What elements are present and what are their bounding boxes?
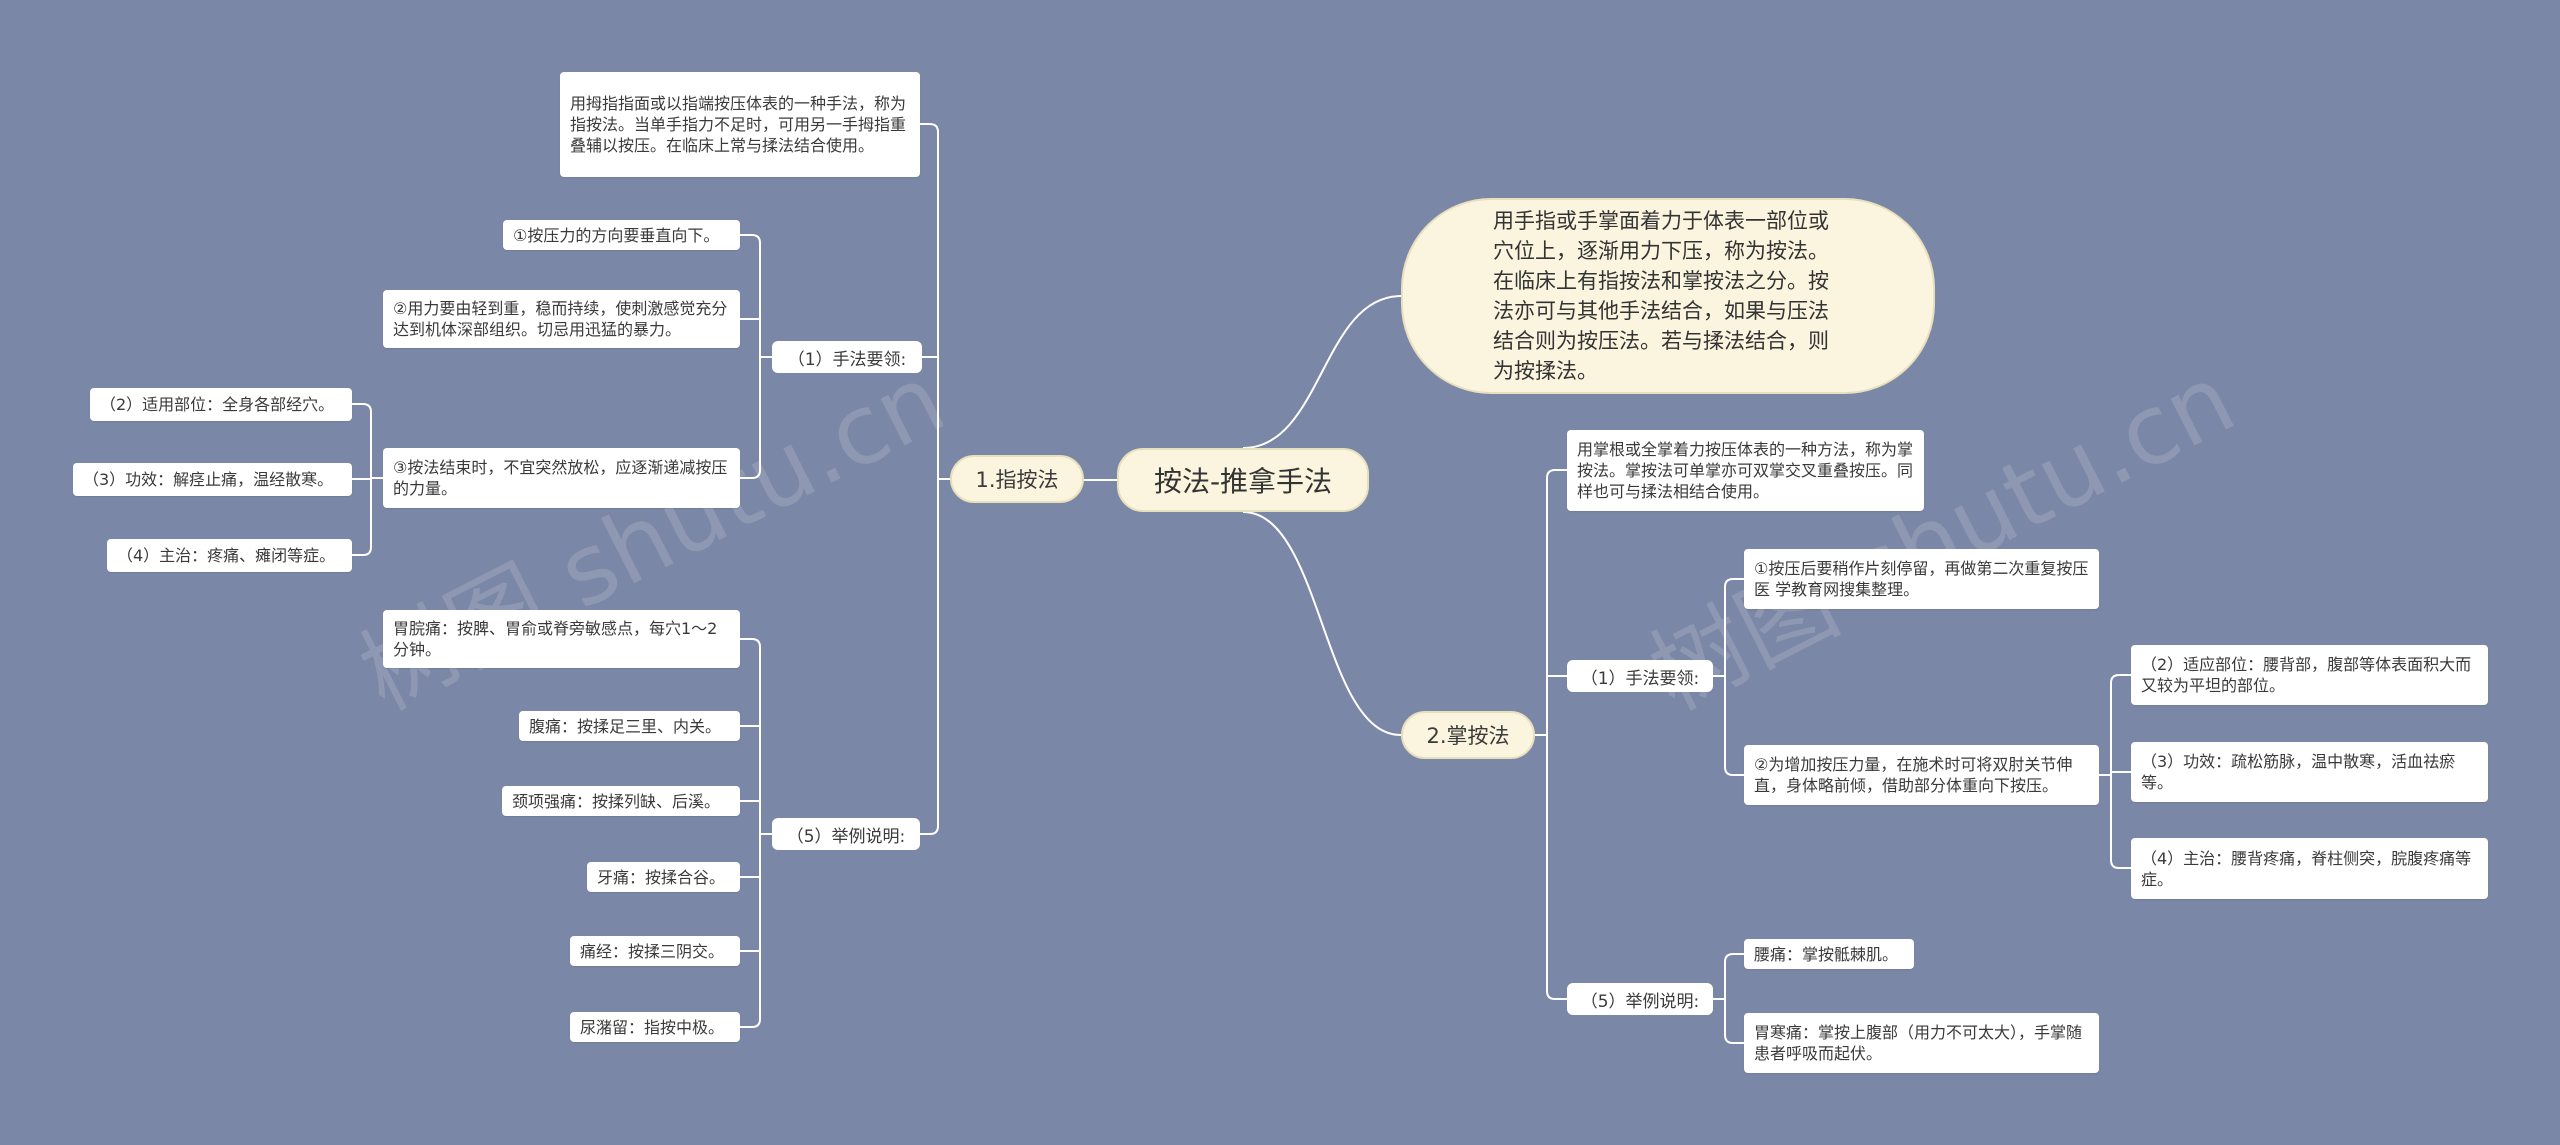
palm-example-2[interactable]: 胃寒痛：掌按上腹部（用力不可太大），手掌随患者呼吸而起伏。 — [1744, 1013, 2099, 1073]
finger-efficacy[interactable]: （3）功效：解痉止痛，温经散寒。 — [73, 463, 352, 496]
link-root-summary — [1242, 295, 1402, 449]
finger-example-3[interactable]: 颈项强痛：按揉列缺、后溪。 — [502, 786, 740, 816]
finger-example-3-text: 颈项强痛：按揉列缺、后溪。 — [512, 791, 721, 811]
link-palm-essentials — [1713, 578, 1744, 776]
summary-text: 用手指或手掌面着力于体表一部位或穴位上，逐渐用力下压，称为按法。在临床上有指按法… — [1493, 209, 1829, 383]
palm-efficacy[interactable]: （3）功效：疏松筋脉，温中散寒，活血祛瘀等。 — [2131, 742, 2488, 802]
palm-definition-text: 用掌根或全掌着力按压体表的一种方法，称为掌按法。掌按法可单掌亦可双掌交叉重叠按压… — [1577, 440, 1914, 501]
palm-essentials-node[interactable]: （1）手法要领: — [1567, 660, 1713, 692]
palm-efficacy-text: （3）功效：疏松筋脉，温中散寒，活血祛瘀等。 — [2141, 752, 2456, 792]
summary-node[interactable]: 用手指或手掌面着力于体表一部位或穴位上，逐渐用力下压，称为按法。在临床上有指按法… — [1401, 198, 1935, 394]
finger-essential-3-text: ③按法结束时，不宜突然放松，应逐渐递减按压的力量。 — [393, 458, 728, 498]
finger-indications[interactable]: （4）主治：疼痛、瘫闭等症。 — [107, 539, 352, 572]
palm-indications[interactable]: （4）主治：腰背疼痛，脊柱侧突，脘腹疼痛等症。 — [2131, 838, 2488, 899]
finger-example-4-text: 牙痛：按揉合谷。 — [597, 867, 726, 887]
finger-efficacy-text: （3）功效：解痉止痛，温经散寒。 — [83, 470, 334, 489]
palm-applicable-sites-text: （2）适应部位：腰背部，腹部等体表面积大而又较为平坦的部位。 — [2141, 655, 2472, 695]
finger-essential-2[interactable]: ②用力要由轻到重，稳而持续，使刺激感觉充分达到机体深部组织。切忌用迅猛的暴力。 — [383, 290, 740, 348]
finger-example-2-text: 腹痛：按揉足三里、内关。 — [529, 716, 722, 736]
finger-example-5-text: 痛经：按揉三阴交。 — [580, 941, 725, 961]
finger-definition-text: 用拇指指面或以指端按压体表的一种手法，称为指按法。当单手指力不足时，可用另一手拇… — [570, 94, 907, 155]
finger-applicable-sites[interactable]: （2）适用部位：全身各部经穴。 — [90, 388, 352, 421]
palm-applicable-sites[interactable]: （2）适应部位：腰背部，腹部等体表面积大而又较为平坦的部位。 — [2131, 645, 2488, 705]
finger-essential-2-text: ②用力要由轻到重，稳而持续，使刺激感觉充分达到机体深部组织。切忌用迅猛的暴力。 — [393, 299, 728, 339]
finger-example-6-text: 尿潴留：指按中极。 — [580, 1017, 725, 1037]
link-palm-examples — [1713, 953, 1744, 1044]
palm-example-1-text: 腰痛：掌按骶棘肌。 — [1754, 944, 1899, 964]
link-palm-children — [1535, 469, 1567, 1000]
finger-applicable-sites-text: （2）适用部位：全身各部经穴。 — [100, 395, 335, 414]
finger-example-6[interactable]: 尿潴留：指按中极。 — [570, 1012, 740, 1042]
finger-press-node[interactable]: 1.指按法 — [950, 455, 1084, 503]
finger-essential-1-text: ①按压力的方向要垂直向下。 — [513, 225, 720, 245]
root-node[interactable]: 按法-推拿手法 — [1117, 448, 1369, 512]
link-finger-examples — [740, 638, 772, 1028]
palm-press-node[interactable]: 2.掌按法 — [1401, 711, 1535, 759]
link-root-palm — [1242, 511, 1402, 736]
palm-essential-2[interactable]: ②为增加按压力量，在施术时可将双肘关节伸直，身体略前倾，借助部分体重向下按压。 — [1744, 745, 2099, 805]
finger-example-5[interactable]: 痛经：按揉三阴交。 — [570, 936, 740, 966]
link-palm-essential2 — [2099, 674, 2131, 869]
finger-definition-node[interactable]: 用拇指指面或以指端按压体表的一种手法，称为指按法。当单手指力不足时，可用另一手拇… — [560, 72, 920, 177]
finger-indications-text: （4）主治：疼痛、瘫闭等症。 — [117, 546, 336, 565]
finger-essential-1[interactable]: ①按压力的方向要垂直向下。 — [503, 220, 740, 250]
finger-essentials-node[interactable]: （1）手法要领: — [772, 341, 922, 373]
link-finger-essential3 — [352, 403, 383, 556]
palm-definition-node[interactable]: 用掌根或全掌着力按压体表的一种方法，称为掌按法。掌按法可单掌亦可双掌交叉重叠按压… — [1567, 430, 1924, 511]
palm-examples-node[interactable]: （5）举例说明: — [1567, 983, 1713, 1015]
palm-indications-text: （4）主治：腰背疼痛，脊柱侧突，脘腹疼痛等症。 — [2141, 848, 2472, 889]
finger-essential-3[interactable]: ③按法结束时，不宜突然放松，应逐渐递减按压的力量。 — [383, 448, 740, 508]
palm-essential-1-text: ①按压后要稍作片刻停留，再做第二次重复按压医 学教育网搜集整理。 — [1754, 559, 2089, 599]
palm-essential-1[interactable]: ①按压后要稍作片刻停留，再做第二次重复按压医 学教育网搜集整理。 — [1744, 549, 2099, 609]
finger-examples-node[interactable]: （5）举例说明: — [772, 818, 920, 850]
finger-example-1[interactable]: 胃脘痛：按脾、胃俞或脊旁敏感点，每穴1～2分钟。 — [383, 610, 740, 668]
link-finger-essentials — [740, 234, 772, 479]
finger-example-4[interactable]: 牙痛：按揉合谷。 — [587, 862, 740, 892]
finger-example-2[interactable]: 腹痛：按揉足三里、内关。 — [519, 711, 740, 741]
palm-example-1[interactable]: 腰痛：掌按骶棘肌。 — [1744, 939, 1914, 969]
link-finger-children — [920, 123, 950, 835]
palm-essential-2-text: ②为增加按压力量，在施术时可将双肘关节伸直，身体略前倾，借助部分体重向下按压。 — [1754, 755, 2073, 795]
palm-example-2-text: 胃寒痛：掌按上腹部（用力不可太大），手掌随患者呼吸而起伏。 — [1754, 1023, 2083, 1063]
finger-example-1-text: 胃脘痛：按脾、胃俞或脊旁敏感点，每穴1～2分钟。 — [393, 619, 718, 659]
